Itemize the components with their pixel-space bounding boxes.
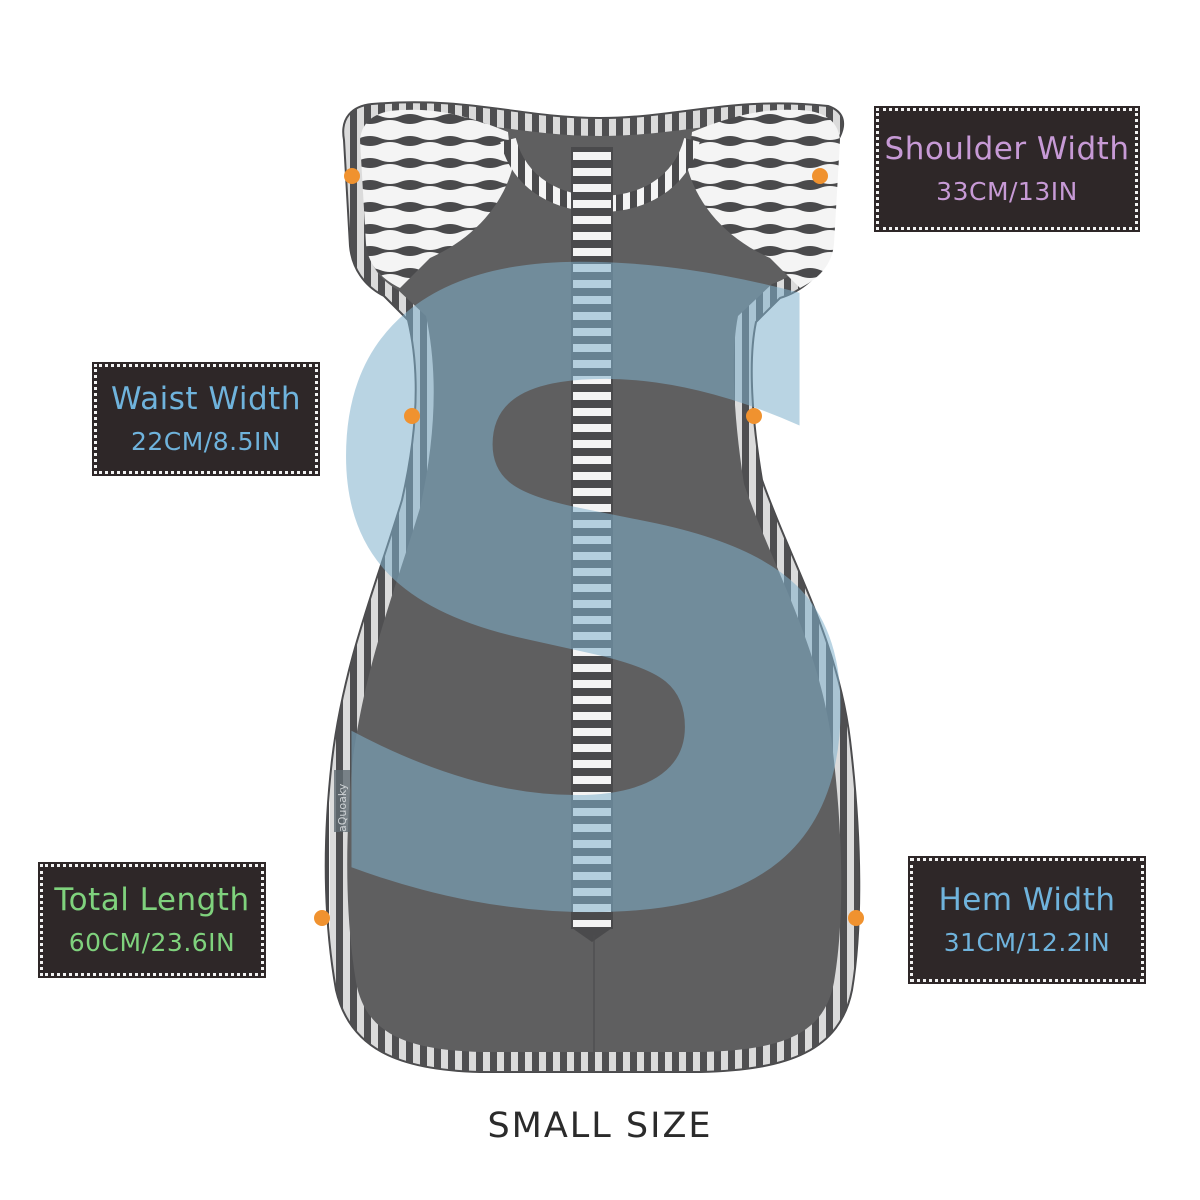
shoulder-width-value: 33CM/13IN <box>936 177 1078 206</box>
waist-width-label: Waist Width <box>110 381 301 417</box>
brand-tag: aQuoaky <box>336 783 349 832</box>
letter-s-overlay: S <box>284 102 903 1103</box>
hem-width-value: 31CM/12.2IN <box>943 928 1111 957</box>
size-caption: SMALL SIZE <box>487 1106 713 1146</box>
waist-width-value: 22CM/8.5IN <box>130 427 282 456</box>
snap-button-icon <box>314 168 864 926</box>
total-length-value: 60CM/23.6IN <box>68 928 236 957</box>
shoulder-width-card: Shoulder Width 33CM/13IN <box>874 106 1140 232</box>
waist-width-card: Waist Width 22CM/8.5IN <box>92 362 320 476</box>
total-length-label: Total Length <box>54 882 250 918</box>
hem-width-label: Hem Width <box>938 882 1116 918</box>
shoulder-width-label: Shoulder Width <box>884 131 1130 167</box>
hem-width-card: Hem Width 31CM/12.2IN <box>908 856 1146 984</box>
total-length-card: Total Length 60CM/23.6IN <box>38 862 266 978</box>
